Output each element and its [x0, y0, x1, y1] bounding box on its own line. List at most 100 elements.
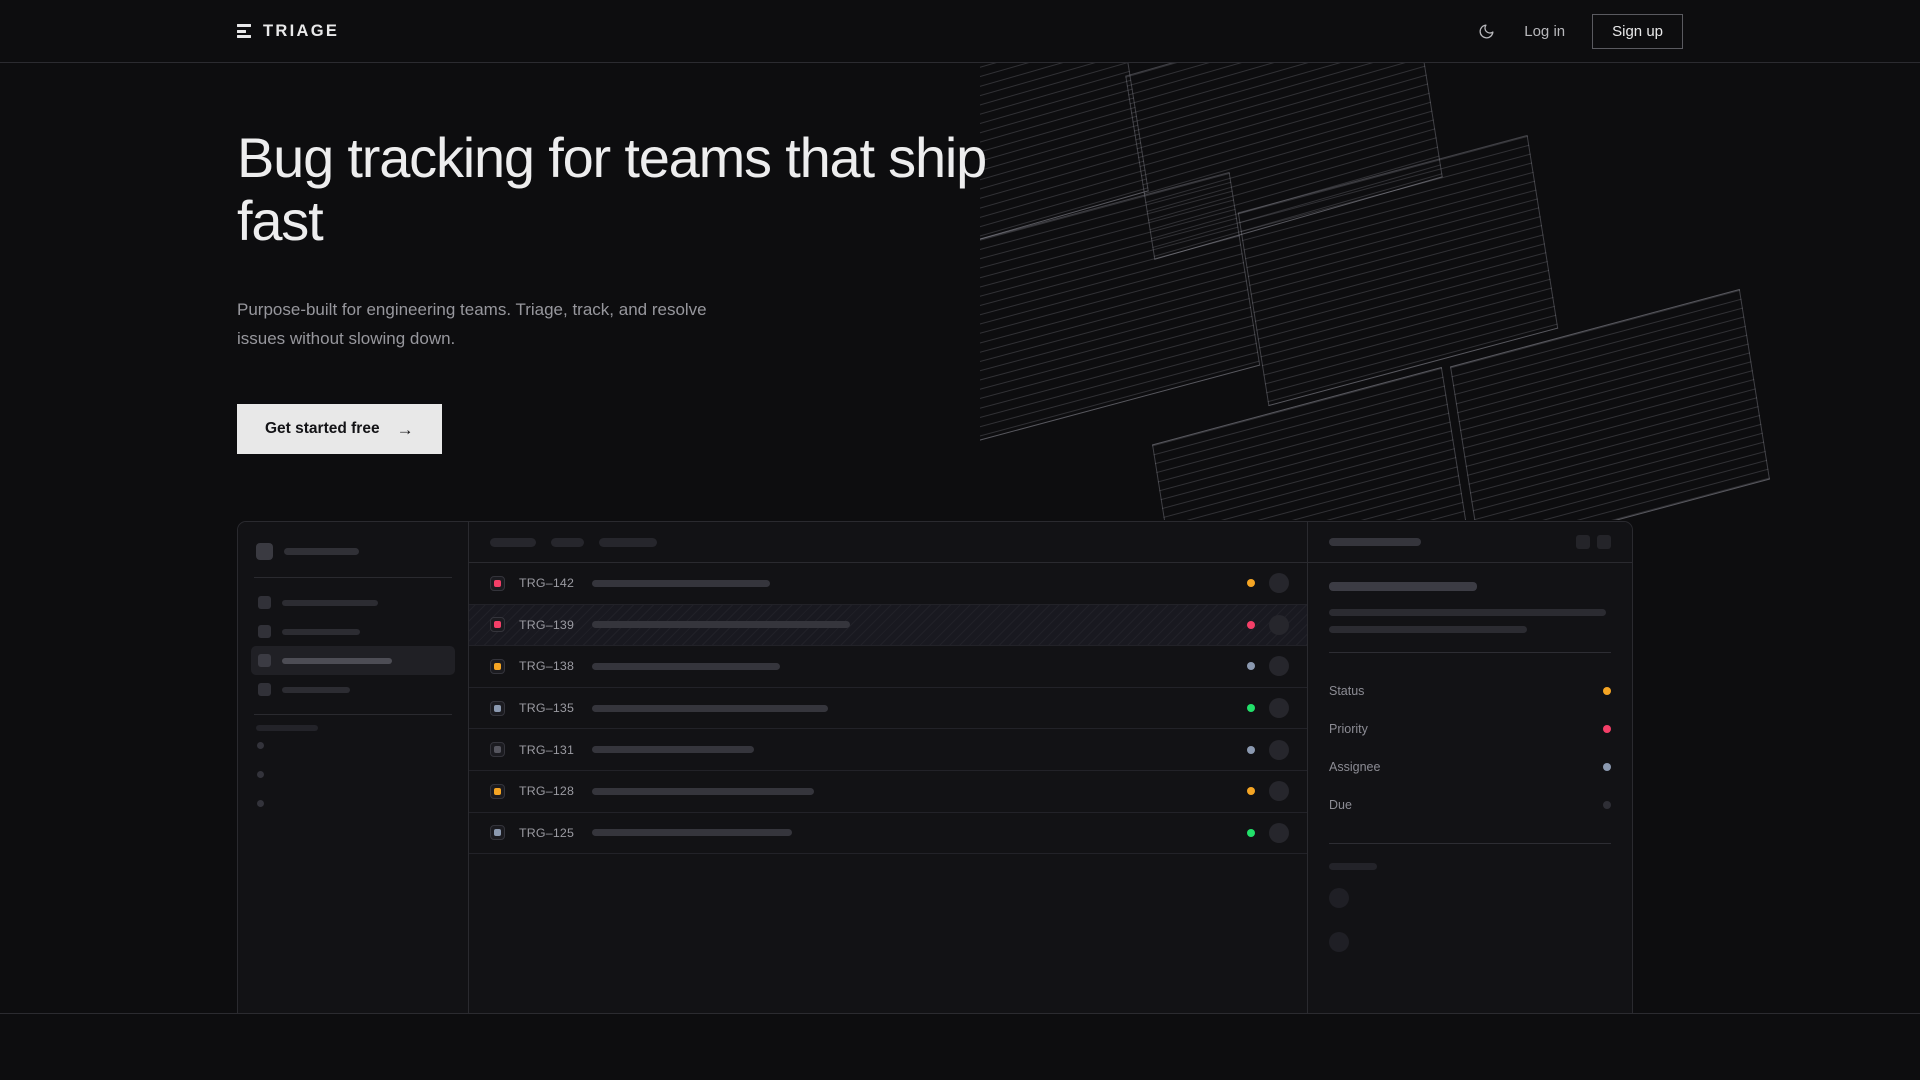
sidebar-item-label-placeholder	[282, 686, 350, 693]
detail-breadcrumb-placeholder	[1329, 538, 1421, 546]
priority-badge-icon	[490, 742, 505, 758]
brand-name: TRIAGE	[263, 21, 340, 40]
table-row[interactable]: TRG–139	[469, 604, 1307, 647]
issue-id: TRG–135	[519, 701, 575, 716]
issue-id: TRG–125	[519, 825, 575, 840]
stacked-bars-logo-icon	[237, 24, 251, 38]
detail-description-line	[1329, 609, 1606, 616]
avatar	[1269, 614, 1289, 635]
status-dot-icon	[1247, 745, 1255, 754]
table-row[interactable]: TRG–142	[469, 563, 1307, 605]
sidebar-item[interactable]	[251, 617, 455, 646]
hero-subtitle: Purpose-built for engineering teams. Tri…	[237, 299, 707, 348]
status-dot-icon	[1247, 579, 1255, 588]
priority-badge-icon	[490, 658, 505, 674]
issue-title-placeholder	[592, 829, 792, 837]
section-divider	[0, 1013, 1920, 1014]
detail-field-value-dot	[1603, 801, 1611, 809]
page-title: Bug tracking for teams that ship fast	[237, 126, 987, 253]
issue-id: TRG–142	[519, 576, 575, 591]
status-dot-icon	[1247, 662, 1255, 671]
sidebar-nav-list	[251, 588, 455, 704]
detail-header	[1308, 522, 1632, 563]
detail-comments-label-placeholder	[1329, 863, 1377, 870]
sidebar-item-label-placeholder	[282, 657, 392, 664]
status-dot-icon	[1247, 620, 1255, 629]
list-toolbar	[469, 522, 1307, 563]
detail-header-action-button[interactable]	[1576, 535, 1590, 549]
issue-title-placeholder	[592, 787, 814, 795]
detail-field-label: Due	[1329, 798, 1352, 812]
sidebar-section-label-placeholder	[256, 725, 318, 731]
detail-field-label: Priority	[1329, 722, 1368, 736]
table-row[interactable]: TRG–128	[469, 771, 1307, 813]
table-row[interactable]: TRG–131	[469, 729, 1307, 771]
detail-description-placeholder	[1329, 609, 1611, 633]
avatar	[1329, 888, 1349, 908]
issue-id: TRG–138	[519, 659, 575, 674]
toolbar-chip[interactable]	[599, 537, 657, 547]
avatar	[1329, 932, 1349, 952]
detail-header-action-button[interactable]	[1597, 535, 1611, 549]
toolbar-chip[interactable]	[490, 537, 536, 547]
detail-field[interactable]: Assignee	[1329, 748, 1611, 786]
sidebar-project-item[interactable]	[251, 789, 455, 818]
issue-title-placeholder	[592, 662, 780, 670]
workspace-name-placeholder	[284, 548, 359, 555]
sidebar-item-icon	[258, 596, 271, 609]
divider	[1329, 843, 1611, 844]
issue-title-placeholder	[592, 621, 850, 629]
toolbar-chip[interactable]	[551, 537, 584, 547]
detail-field-value-dot	[1603, 725, 1611, 733]
detail-field[interactable]: Due	[1329, 786, 1611, 824]
avatar	[1269, 698, 1289, 719]
brand-logo[interactable]: TRIAGE	[237, 22, 339, 41]
issue-id: TRG–139	[519, 617, 575, 632]
issue-id: TRG–131	[519, 742, 575, 757]
table-row[interactable]: TRG–125	[469, 813, 1307, 855]
sidebar-item-label-placeholder	[282, 599, 378, 606]
sidebar-item[interactable]	[251, 646, 455, 675]
avatar	[1269, 573, 1289, 594]
table-row[interactable]: TRG–138	[469, 646, 1307, 688]
sidebar-item-icon	[258, 654, 271, 667]
priority-badge-icon	[490, 575, 505, 591]
status-dot-icon	[1247, 828, 1255, 837]
signup-button[interactable]: Sign up	[1592, 13, 1683, 49]
sidebar-project-item[interactable]	[251, 731, 455, 760]
project-dot-icon	[257, 800, 264, 807]
issue-title-placeholder	[592, 704, 828, 712]
divider	[254, 577, 452, 578]
avatar	[1269, 656, 1289, 677]
issue-title-placeholder	[592, 579, 770, 587]
detail-field[interactable]: Status	[1329, 672, 1611, 710]
login-link[interactable]: Log in	[1524, 22, 1566, 40]
status-dot-icon	[1247, 704, 1255, 713]
sidebar-item[interactable]	[251, 588, 455, 617]
detail-title-placeholder	[1329, 582, 1477, 591]
moon-icon[interactable]	[1475, 20, 1497, 42]
detail-comment-avatars	[1329, 888, 1611, 952]
cta-label: Get started free	[265, 420, 380, 437]
get-started-button[interactable]: Get started free →	[237, 404, 442, 454]
workspace-icon	[256, 543, 273, 560]
priority-badge-icon	[490, 825, 505, 841]
sidebar-project-list	[251, 731, 455, 818]
arrow-right-icon: →	[396, 419, 414, 439]
priority-badge-icon	[490, 700, 505, 716]
workspace-switcher[interactable]	[251, 536, 455, 567]
sidebar-project-item[interactable]	[251, 760, 455, 789]
status-dot-icon	[1247, 787, 1255, 796]
sidebar-item[interactable]	[251, 675, 455, 704]
project-dot-icon	[257, 771, 264, 778]
detail-field[interactable]: Priority	[1329, 710, 1611, 748]
detail-description-line	[1329, 626, 1527, 633]
table-row[interactable]: TRG–135	[469, 688, 1307, 730]
avatar	[1269, 739, 1289, 760]
